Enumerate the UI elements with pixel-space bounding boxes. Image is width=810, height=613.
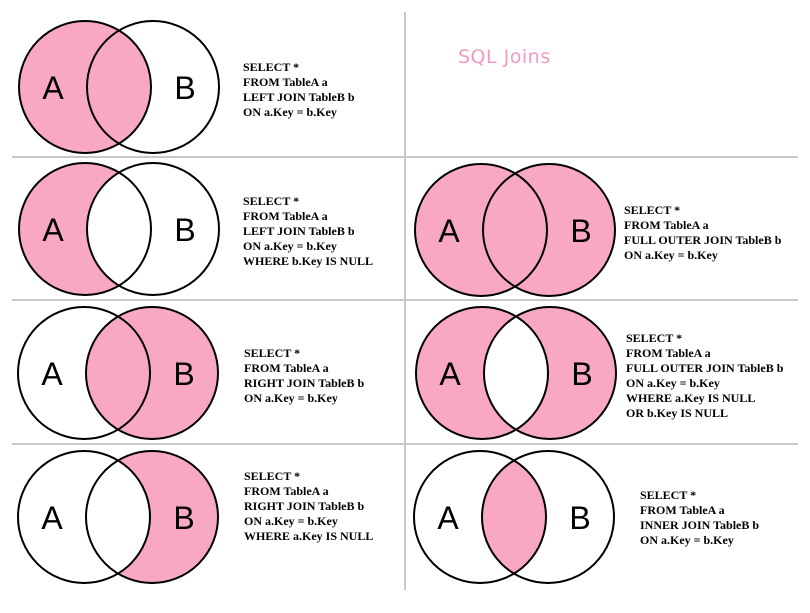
sql-line: SELECT * <box>640 488 697 502</box>
set-a-circle <box>18 20 152 154</box>
sql-line: SELECT * <box>244 469 301 483</box>
set-b-circle <box>85 450 219 584</box>
set-b-fill <box>483 164 615 296</box>
sql-line: SELECT * <box>626 331 683 345</box>
sql-line: RIGHT JOIN TableB b <box>244 376 365 390</box>
sql-line: OR b.Key IS NULL <box>626 406 729 420</box>
sql-line: FROM TableA a <box>640 503 725 517</box>
set-a-circle <box>17 450 151 584</box>
sql-line: LEFT JOIN TableB b <box>243 224 355 238</box>
set-b-fill <box>86 307 218 439</box>
set-a-label: A <box>42 212 64 248</box>
set-b-label: B <box>173 500 194 536</box>
set-a-circle <box>17 306 151 440</box>
set-b-label: B <box>571 356 592 392</box>
set-a-circle <box>18 162 152 296</box>
diagram-title: SQL Joins <box>458 46 551 68</box>
sql-line: FROM TableA a <box>624 218 709 232</box>
set-b-label: B <box>174 70 195 106</box>
intersection-blank <box>87 163 151 295</box>
sql-line: ON a.Key = b.Key <box>244 391 338 405</box>
sql-line: ON a.Key = b.Key <box>626 376 720 390</box>
set-a-label: A <box>41 356 63 392</box>
set-a-label: A <box>41 500 63 536</box>
sql-line: LEFT JOIN TableB b <box>243 90 355 104</box>
set-b-circle <box>483 306 617 440</box>
sql-line: FULL OUTER JOIN TableB b <box>624 233 782 247</box>
set-b-label: B <box>173 356 194 392</box>
set-b-circle <box>86 20 220 154</box>
set-b-circle <box>86 162 220 296</box>
sql-line: FROM TableA a <box>243 209 328 223</box>
sql-line: FROM TableA a <box>244 484 329 498</box>
intersection-fill <box>482 451 546 583</box>
set-a-label: A <box>437 500 459 536</box>
sql-line: ON a.Key = b.Key <box>243 239 337 253</box>
sql-line: SELECT * <box>243 194 300 208</box>
set-b-label: B <box>174 212 195 248</box>
set-a-circle <box>413 450 547 584</box>
sql-line: SELECT * <box>624 203 681 217</box>
sql-line: ON a.Key = b.Key <box>243 105 337 119</box>
set-b-label: B <box>569 500 590 536</box>
set-a-label: A <box>438 213 460 249</box>
sql-line: SELECT * <box>243 60 300 74</box>
set-b-circle <box>482 163 616 297</box>
set-b-circle <box>85 306 219 440</box>
sql-line: INNER JOIN TableB b <box>640 518 760 532</box>
sql-line: ON a.Key = b.Key <box>624 248 718 262</box>
set-a-label: A <box>42 70 64 106</box>
sql-line: ON a.Key = b.Key <box>244 514 338 528</box>
sql-line: RIGHT JOIN TableB b <box>244 499 365 513</box>
sql-line: ON a.Key = b.Key <box>640 533 734 547</box>
sql-line: FROM TableA a <box>626 346 711 360</box>
sql-line: FULL OUTER JOIN TableB b <box>626 361 784 375</box>
sql-line: FROM TableA a <box>243 75 328 89</box>
set-a-fill <box>19 21 151 153</box>
intersection-blank <box>86 451 150 583</box>
sql-line: FROM TableA a <box>244 361 329 375</box>
set-a-circle <box>414 163 548 297</box>
set-a-label: A <box>439 356 461 392</box>
set-a-circle <box>415 306 549 440</box>
sql-line: WHERE b.Key IS NULL <box>243 254 374 268</box>
sql-line: SELECT * <box>244 346 301 360</box>
set-b-label: B <box>570 213 591 249</box>
set-b-circle <box>481 450 615 584</box>
sql-line: WHERE a.Key IS NULL <box>626 391 756 405</box>
intersection-blank <box>484 307 548 439</box>
sql-line: WHERE a.Key IS NULL <box>244 529 374 543</box>
